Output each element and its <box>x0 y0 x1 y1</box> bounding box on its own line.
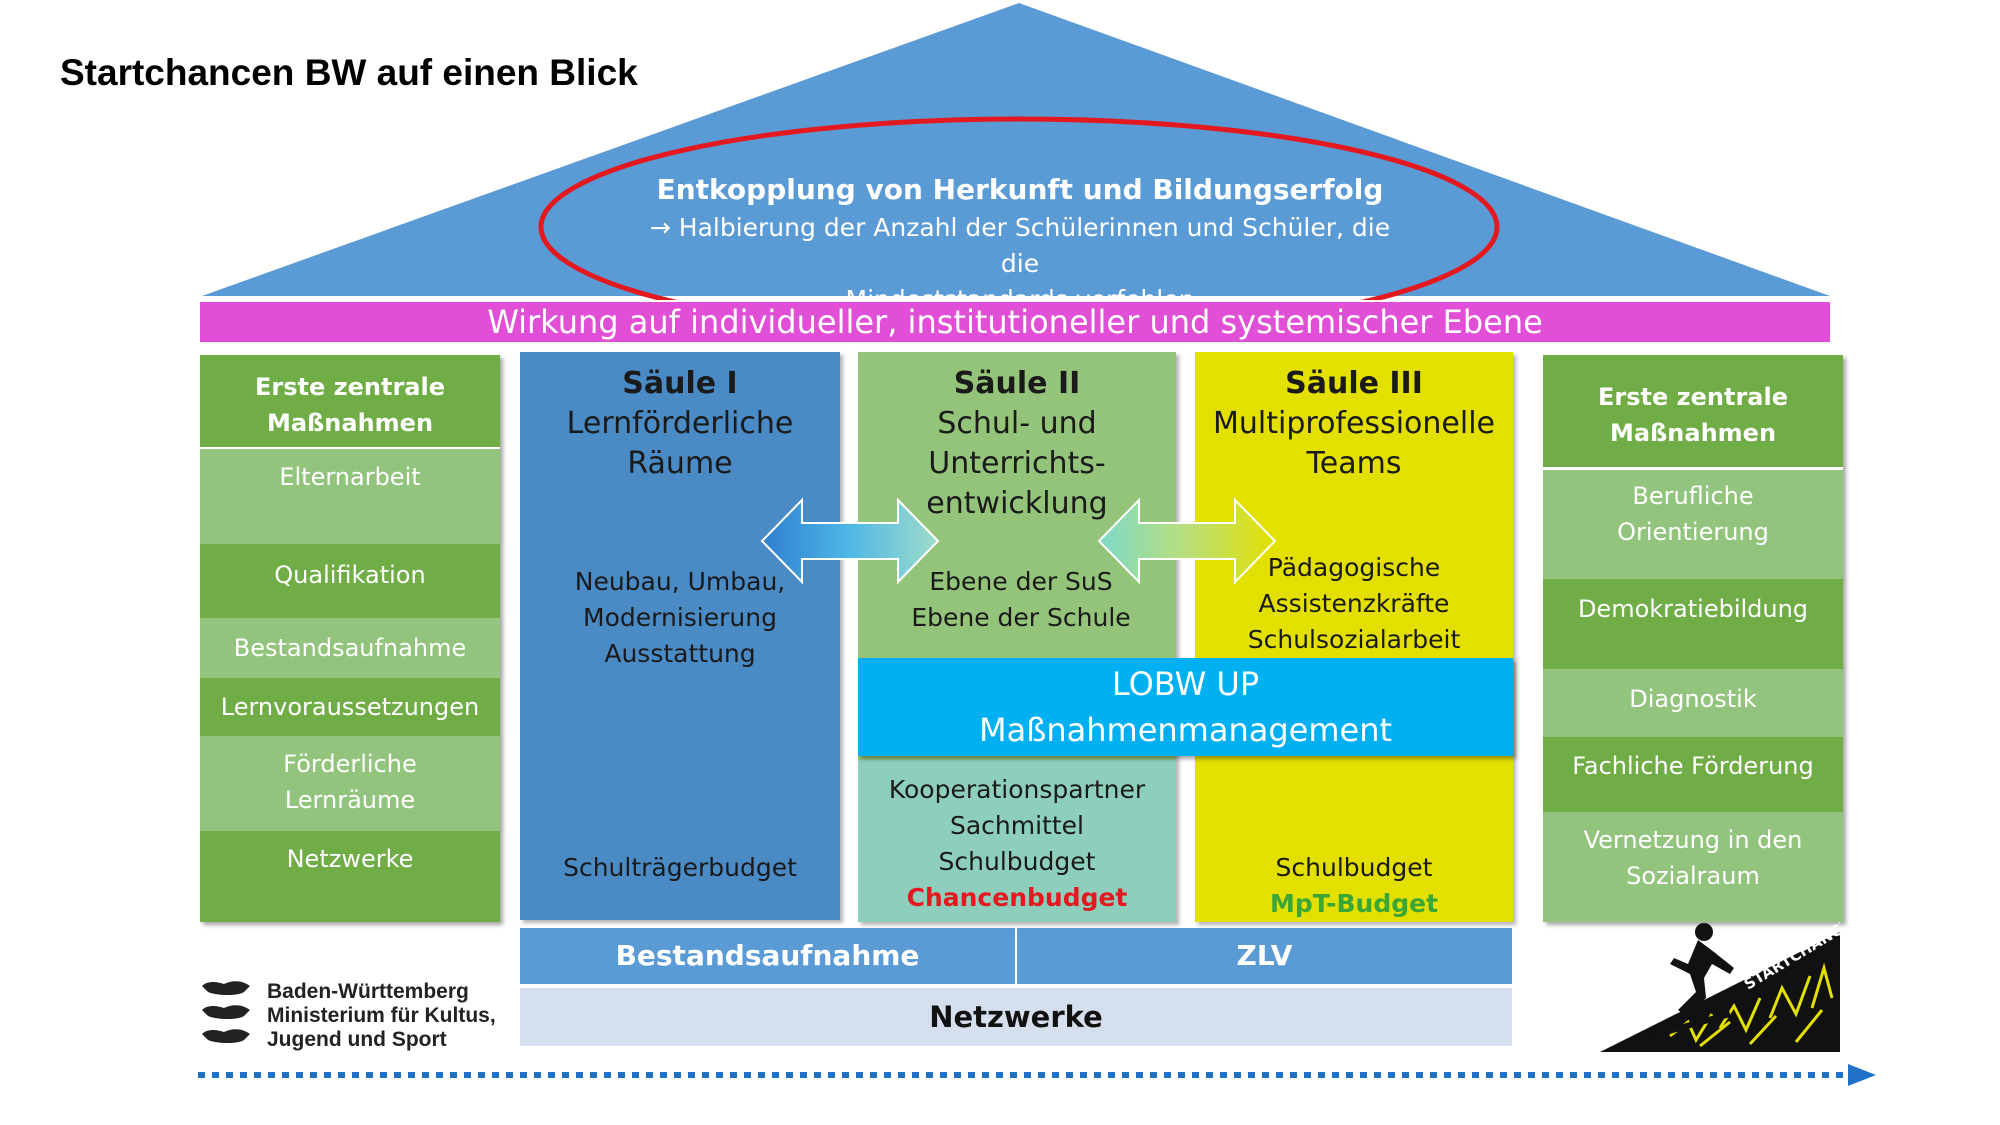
ministry-logo-text: Baden-Württemberg Ministerium für Kultus… <box>267 980 496 1052</box>
right-header-line2: Maßnahmen <box>1609 419 1777 447</box>
left-item-lernraeume: Förderliche Lernräume <box>200 736 500 831</box>
pillar-2-budget2: Sachmittel <box>949 811 1084 840</box>
pillar-1-body1: Neubau, Umbau, <box>574 567 786 596</box>
roof-triangle <box>202 3 1830 300</box>
left-item-elternarbeit: Elternarbeit <box>200 449 500 544</box>
lobw-management-box: LOBW UP Maßnahmenmanagement <box>858 658 1513 756</box>
lions-coat-of-arms-icon <box>202 981 250 1043</box>
pillar-3: Säule III Multiprofessionelle Teams Päda… <box>1195 352 1513 922</box>
pillar-1: Säule I Lernförderliche Räume Neubau, Um… <box>520 352 840 920</box>
highlight-ellipse <box>538 116 1500 300</box>
pillar-2-budget3: Schulbudget <box>938 847 1096 876</box>
pillar-1-body3: Ausstattung <box>604 639 756 668</box>
left-item-netzwerke: Netzwerke <box>200 831 500 922</box>
pillar-1-line2: Räume <box>627 446 733 481</box>
lobw-line1: LOBW UP <box>1111 665 1260 703</box>
right-item-berufliche-orientierung: Berufliche Orientierung <box>1543 470 1843 579</box>
pillar-1-title: Säule I <box>622 366 738 401</box>
roof-heading: Entkopplung von Herkunft und Bildungserf… <box>656 173 1384 206</box>
pillar-3-body3: Schulsozialarbeit <box>1247 625 1461 654</box>
left-measures-column: Erste zentrale Maßnahmen Elternarbeit Qu… <box>200 355 500 922</box>
left-header-line2: Maßnahmen <box>266 409 434 437</box>
pillar-2-budget1: Kooperationspartner <box>888 775 1146 804</box>
pillar-2-body1: Ebene der SuS <box>929 567 1113 596</box>
pillar-2-chancenbudget: Chancenbudget <box>906 883 1128 912</box>
right-measures-column: Erste zentrale Maßnahmen Berufliche Orie… <box>1543 355 1843 922</box>
page-title: Startchancen BW auf einen Blick <box>60 52 638 93</box>
startchancen-badge: STARTCHANCEN BW <box>1600 918 1840 1052</box>
pillar-3-budget1: Schulbudget <box>1275 853 1433 882</box>
pillar-3-title: Säule III <box>1285 366 1423 401</box>
right-item-demokratiebildung: Demokratiebildung <box>1543 579 1843 669</box>
right-header-line1: Erste zentrale <box>1598 383 1788 411</box>
timeline-arrow <box>198 1064 1876 1086</box>
left-column-header: Erste zentrale Maßnahmen <box>200 355 500 447</box>
logo-line1: Baden-Württemberg <box>267 980 469 1003</box>
pillar-1-body2: Modernisierung <box>583 603 777 632</box>
left-header-line1: Erste zentrale <box>255 373 445 401</box>
pillar-2-line2: Unterrichts- <box>928 446 1106 481</box>
left-item-qualifikation: Qualifikation <box>200 544 500 618</box>
base-bestandsaufnahme: Bestandsaufnahme <box>520 928 1015 984</box>
pillar-2-line3: entwicklung <box>926 486 1108 521</box>
pillar-3-line1: Multiprofessionelle <box>1213 406 1495 441</box>
logo-line2: Ministerium für Kultus, <box>267 1004 496 1027</box>
lobw-line2: Maßnahmenmanagement <box>978 711 1393 749</box>
right-column-header: Erste zentrale Maßnahmen <box>1543 355 1843 467</box>
right-item-vernetzung: Vernetzung in den Sozialraum <box>1543 812 1843 922</box>
pillar-3-line2: Teams <box>1306 446 1402 481</box>
double-arrow-1-2 <box>760 497 940 585</box>
pillar-2-title: Säule II <box>953 366 1081 401</box>
pillar-1-line1: Lernförderliche <box>566 406 794 441</box>
pillar-1-budget: Schulträgerbudget <box>563 853 797 882</box>
pillar-2-body2: Ebene der Schule <box>911 603 1131 632</box>
base-netzwerke: Netzwerke <box>520 988 1512 1046</box>
pillar-3-body2: Assistenzkräfte <box>1258 589 1450 618</box>
pillar-3-body1: Pädagogische <box>1267 553 1441 582</box>
base-zlv: ZLV <box>1017 928 1512 984</box>
impact-band: Wirkung auf individueller, institutionel… <box>200 302 1830 342</box>
left-item-bestandsaufnahme: Bestandsaufnahme <box>200 618 500 678</box>
double-arrow-2-3 <box>1097 497 1277 585</box>
left-item-lernvoraussetzungen: Lernvoraussetzungen <box>200 678 500 736</box>
pillar-2-line1: Schul- und <box>937 406 1097 441</box>
pillar-3-mpt-budget: MpT-Budget <box>1269 889 1439 918</box>
right-item-diagnostik: Diagnostik <box>1543 669 1843 737</box>
pillar-2-budget-box: Kooperationspartner Sachmittel Schulbudg… <box>858 760 1176 922</box>
roof-sub-line1: → Halbierung der Anzahl der Schülerinnen… <box>649 213 1391 278</box>
logo-line3: Jugend und Sport <box>267 1028 447 1051</box>
roof-goal: Entkopplung von Herkunft und Bildungserf… <box>640 170 1400 318</box>
right-item-fachliche-foerderung: Fachliche Förderung <box>1543 737 1843 812</box>
